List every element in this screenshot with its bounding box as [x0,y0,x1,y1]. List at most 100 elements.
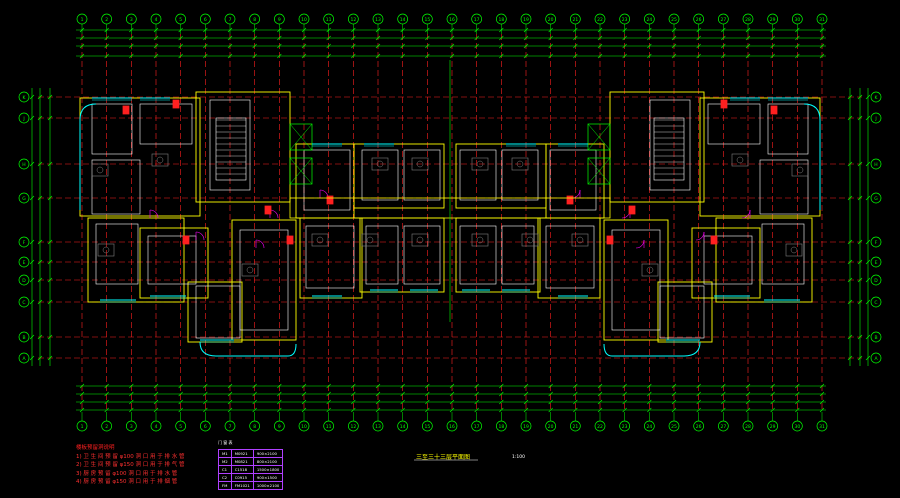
grid-label-left: F [23,240,26,246]
elevator-cross [289,157,313,185]
dimension-tick [425,35,430,41]
dimension-tick [178,399,183,405]
dimension-tick [573,53,578,59]
dimension-tick [29,94,35,100]
dimension-tick [400,399,405,405]
door-swing [149,209,159,219]
dimension-tick [37,259,43,265]
dimension-tick [227,43,233,49]
dimension-tick [29,195,35,201]
dimension-tick [499,53,504,59]
dimension-tick [523,407,529,413]
dimension-tick [129,383,134,389]
dimension-tick [523,35,529,41]
dimension-tick [721,35,726,41]
furniture [791,163,809,177]
dimension-tick [153,383,159,389]
furniture-detail [366,236,374,244]
dimension-tick [400,391,405,397]
dimension-tick [474,383,479,389]
furniture [731,153,749,167]
dimension-tick [597,43,603,49]
dimension-tick [721,43,726,49]
dimension-tick [819,399,825,405]
grid-label-left: J [22,116,24,122]
dimension-tick [573,35,578,41]
dimension-tick [795,399,800,405]
dimension-tick [847,239,853,245]
dimension-tick [499,383,504,389]
dimension-tick [375,35,381,41]
dimension-tick [474,35,479,41]
room-wall [759,159,809,215]
grid-label-left: G [22,196,26,202]
grid-label-top: 22 [597,17,603,23]
dimension-tick [277,27,282,33]
dimension-tick [203,35,208,41]
grid-label-top: 14 [400,17,406,23]
grid-label-top: 3 [130,17,133,23]
table-cell: 1000×2100 [252,481,284,490]
grid-label-bottom: 22 [597,424,603,430]
dimension-tick [47,299,53,305]
grid-label-right: J [874,116,876,122]
dimension-tick [865,299,871,305]
dimension-tick [301,53,307,59]
furniture [641,263,659,277]
dimension-tick [847,195,853,201]
dimension-tick [647,407,652,413]
dimension-tick [252,53,257,59]
grid-label-top: 8 [253,17,256,23]
pipe-mark [264,205,272,215]
stair-well [653,117,685,181]
dimension-tick [79,391,85,397]
dimension-tick [326,399,331,405]
dimension-tick [671,383,677,389]
dimension-tick [301,27,307,33]
grid-label-bottom: 9 [278,424,281,430]
room-wall [501,149,539,201]
dimension-tick [523,391,529,397]
dimension-tick [203,43,208,49]
dimension-tick [857,94,863,100]
furniture-detail [796,166,804,174]
dimension-tick [597,27,603,33]
pipe-mark [326,195,334,205]
room-wall [195,285,241,339]
grid-label-bottom: 30 [794,424,800,430]
furniture-detail [416,160,424,168]
dimension-tick [104,399,109,405]
dimension-tick [548,43,553,49]
dimension-tick [597,407,603,413]
dimension-tick [400,407,405,413]
furniture [361,233,379,247]
dimension-tick [865,161,871,167]
dimension-tick [129,53,134,59]
elevator-cross [587,157,611,185]
room-wall [649,99,691,191]
dimension-tick [400,35,405,41]
grid-label-top: 23 [622,17,628,23]
dimension-tick [351,383,356,389]
dimension-tick [79,53,85,59]
dimension-tick [301,43,307,49]
table-cell: C1 [218,465,232,474]
dimension-tick [770,35,775,41]
dimension-tick [795,35,800,41]
grid-bubble-right [870,91,882,103]
dimension-tick [29,277,35,283]
grid-bubble-left [18,192,30,204]
room-wall [707,103,761,145]
dimension-tick [573,391,578,397]
dimension-tick [375,27,381,33]
dimension-tick [671,43,677,49]
furniture [241,263,259,277]
dimension-tick [865,94,871,100]
dimension-tick [178,27,183,33]
dimension-tick [474,27,479,33]
dimension-tick [745,27,751,33]
dimension-tick [104,53,109,59]
dimension-tick [597,383,603,389]
door-swing [255,239,265,249]
wall-block [537,217,601,299]
